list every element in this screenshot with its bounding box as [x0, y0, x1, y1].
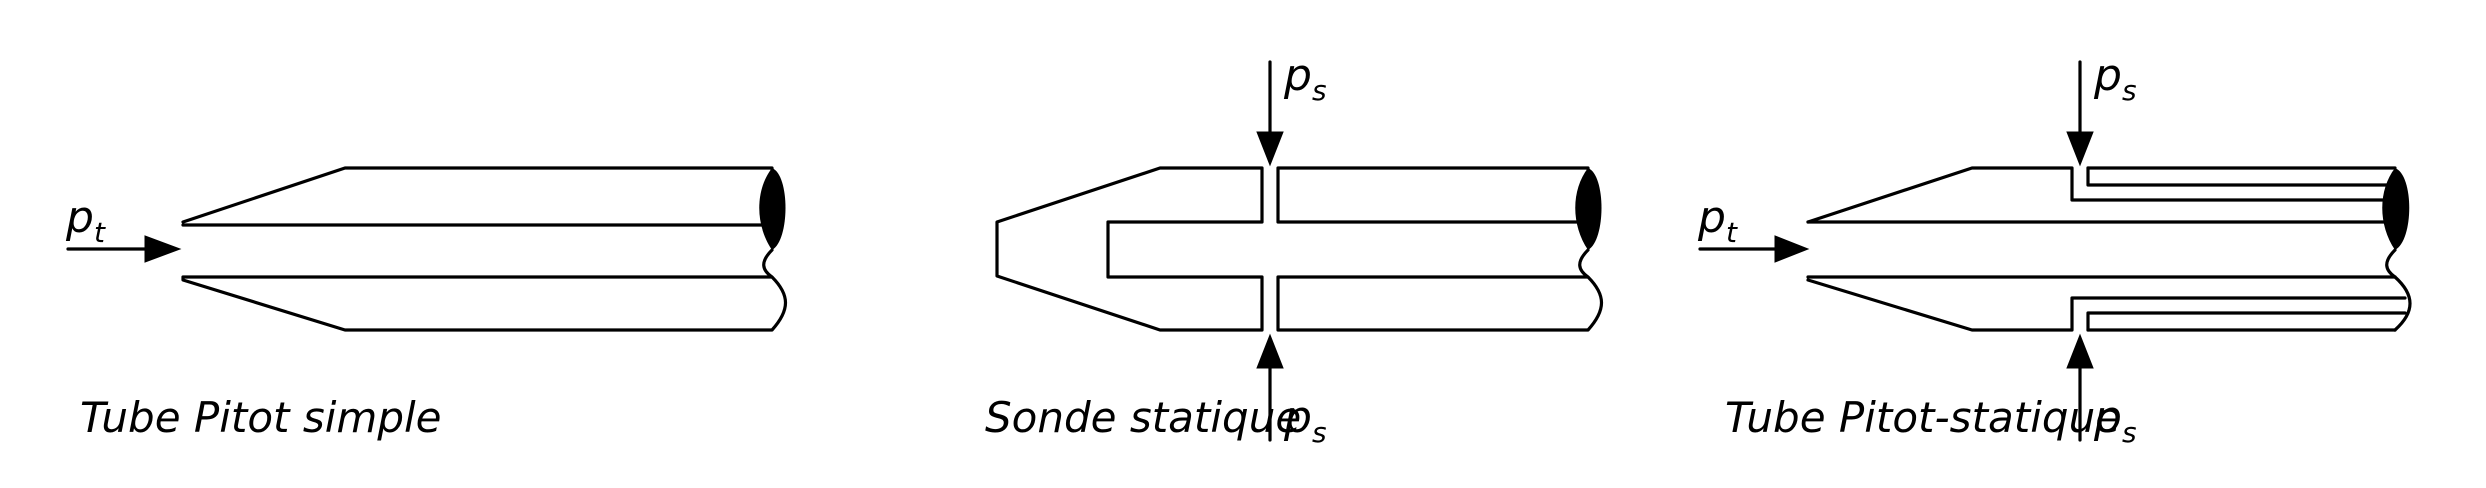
total-pressure-label-pitot-static: pt — [1697, 192, 1738, 249]
pitot-static-tube — [1806, 166, 2412, 332]
static-probe-caption: Sonde statique — [985, 393, 1301, 442]
pitot-simple-tube — [181, 166, 787, 332]
pitot-static-caption: Tube Pitot-statique — [1725, 393, 2121, 442]
static-pressure-label-top: ps — [1283, 50, 1327, 107]
total-pressure-arrow-pitot-static — [1698, 235, 1810, 263]
total-pressure-arrow — [66, 235, 182, 263]
static-pressure-label-bottom: ps — [1283, 392, 1327, 449]
static-probe-diagram: ps ps Sonde statique — [985, 50, 1603, 449]
pitot-static-diagram: pt ps ps Tube Pitot-statique — [1697, 50, 2412, 449]
static-pressure-arrow-bottom-pitot-static — [2066, 333, 2094, 442]
static-pressure-arrow-top-pitot-static — [2066, 60, 2094, 167]
pitot-simple-caption: Tube Pitot simple — [80, 393, 442, 442]
pitot-simple-diagram: pt Tube Pitot simple — [65, 166, 787, 442]
static-pressure-label-top-pitot-static: ps — [2093, 50, 2137, 107]
static-probe-tube — [995, 166, 1603, 332]
static-pressure-label-bottom-pitot-static: ps — [2093, 392, 2137, 449]
static-pressure-arrow-top — [1256, 60, 1284, 167]
total-pressure-label: pt — [65, 192, 106, 249]
static-pressure-arrow-bottom — [1256, 333, 1284, 442]
